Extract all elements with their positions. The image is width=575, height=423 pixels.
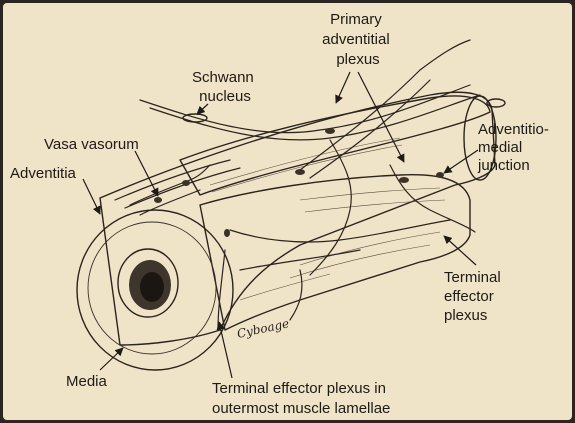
label-adventitia: Adventitia: [10, 165, 77, 182]
right-end-cap: [463, 95, 497, 181]
varicosities: [154, 128, 444, 237]
schwann-nucleus: [182, 113, 208, 123]
adventitia-flap: [179, 95, 491, 196]
paper-background: [3, 3, 572, 420]
media-tube: [199, 173, 471, 331]
lumen: [117, 248, 179, 318]
media-face-ring: [87, 221, 217, 355]
vessel-drawing: [76, 39, 506, 371]
label-outermost: Terminal effector plexus in outermost mu…: [212, 380, 390, 417]
shading-hatches: [209, 137, 446, 301]
label-terminal-effector: Terminal effector plexus: [444, 269, 505, 324]
label-media: Media: [66, 373, 108, 390]
lumen-depth: [140, 272, 164, 302]
label-adventitio-medial: Adventitio- medial junction: [477, 121, 553, 174]
label-vasa-vasorum: Vasa vasorum: [44, 136, 139, 153]
nerve-fibres: [114, 39, 481, 331]
leader-lines: [82, 71, 479, 379]
label-schwann: Schwann nucleus: [192, 69, 258, 105]
labels: Primary adventitial plexus Schwann nucle…: [10, 11, 553, 417]
media-face: [76, 209, 234, 371]
right-nucleus: [486, 98, 506, 108]
label-primary: Primary adventitial plexus: [322, 11, 394, 68]
